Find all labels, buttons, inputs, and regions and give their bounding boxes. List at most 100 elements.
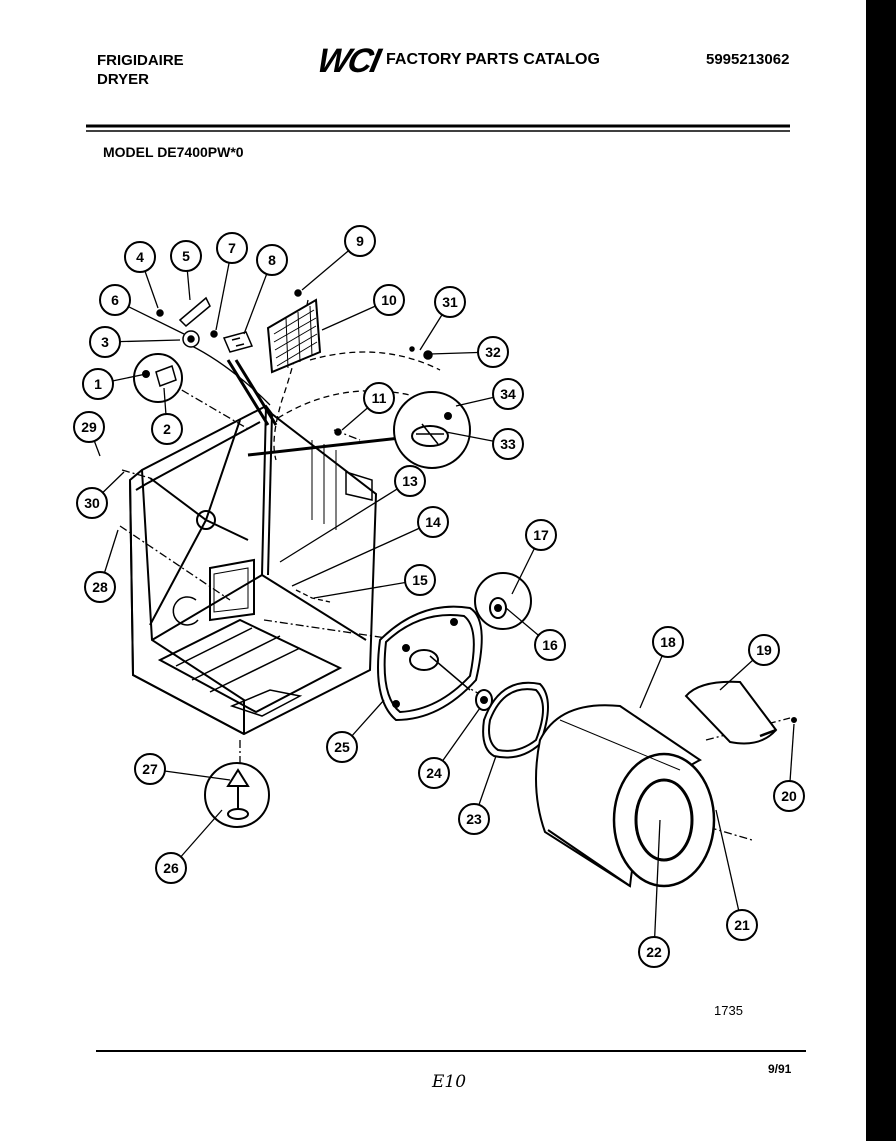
dryer-cabinet xyxy=(128,404,378,736)
callout-24: 24 xyxy=(418,707,481,789)
callout-number: 23 xyxy=(466,811,482,827)
callout-number: 14 xyxy=(425,514,441,530)
callout-number: 26 xyxy=(163,860,179,876)
callout-31: 31 xyxy=(419,286,466,351)
callout-18: 18 xyxy=(639,626,684,709)
callout-number: 15 xyxy=(412,572,428,588)
callout-number: 29 xyxy=(81,419,97,435)
callout-number: 13 xyxy=(402,473,418,489)
callout-circle xyxy=(170,240,202,272)
callout-circle xyxy=(89,326,121,358)
callout-7: 7 xyxy=(215,232,248,331)
callout-number: 1 xyxy=(94,376,102,392)
callout-circle xyxy=(99,284,131,316)
callout-number: 33 xyxy=(500,436,516,452)
callout-number: 7 xyxy=(228,240,236,256)
callout-number: 16 xyxy=(542,637,558,653)
callout-27: 27 xyxy=(134,753,231,785)
callout-circle xyxy=(134,753,166,785)
callout-number: 21 xyxy=(734,917,750,933)
callout-leader xyxy=(715,809,743,926)
header-rule xyxy=(86,124,790,132)
callout-4: 4 xyxy=(124,241,159,309)
drum-baffle xyxy=(684,680,797,745)
callout-circle xyxy=(417,506,449,538)
callout-circle xyxy=(76,487,108,519)
figure-number: 1735 xyxy=(714,1003,743,1018)
callout-number: 5 xyxy=(182,248,190,264)
callout-number: 18 xyxy=(660,634,676,650)
model-number: MODEL DE7400PW*0 xyxy=(103,144,244,160)
callout-circle xyxy=(773,780,805,812)
callout-20: 20 xyxy=(773,723,805,812)
callout-number: 32 xyxy=(485,344,501,360)
dryer-drum xyxy=(535,704,716,888)
callout-30: 30 xyxy=(76,471,125,519)
callout-circle xyxy=(73,411,105,443)
callout-34: 34 xyxy=(455,378,524,410)
callout-15: 15 xyxy=(313,564,436,599)
callout-number: 9 xyxy=(356,233,364,249)
detail-circle-switch xyxy=(133,353,183,403)
callout-9: 9 xyxy=(301,225,376,291)
callout-circle xyxy=(458,803,490,835)
callout-26: 26 xyxy=(155,809,223,884)
callout-21: 21 xyxy=(715,809,758,941)
callout-circle xyxy=(394,465,426,497)
callout-circle xyxy=(652,626,684,658)
callout-circle xyxy=(326,731,358,763)
callout-number: 4 xyxy=(136,249,144,265)
catalog-title: FACTORY PARTS CATALOG xyxy=(386,51,600,68)
callout-1: 1 xyxy=(82,368,147,400)
callout-number: 24 xyxy=(426,765,442,781)
callout-number: 17 xyxy=(533,527,549,543)
callout-leader xyxy=(653,819,661,953)
detail-circle-thermostat xyxy=(393,391,471,469)
callout-number: 25 xyxy=(334,739,350,755)
callout-number: 11 xyxy=(372,390,387,406)
callout-8: 8 xyxy=(243,244,288,335)
callout-circle xyxy=(84,571,116,603)
callout-circle xyxy=(525,519,557,551)
callout-25: 25 xyxy=(326,699,385,763)
callout-circle xyxy=(492,378,524,410)
callout-number: 10 xyxy=(381,292,397,308)
detail-circle-leveling-leg xyxy=(204,762,270,828)
callout-circle xyxy=(256,244,288,276)
catalog-part-number: 5995213062 xyxy=(706,51,790,68)
drum-seals xyxy=(475,681,549,759)
callout-number: 28 xyxy=(92,579,108,595)
callout-number: 31 xyxy=(442,294,458,310)
callout-number: 2 xyxy=(163,421,171,437)
callout-number: 30 xyxy=(84,495,100,511)
callout-leader xyxy=(291,521,434,587)
callout-leader xyxy=(279,480,411,563)
product-type: DRYER xyxy=(97,71,149,88)
callout-16: 16 xyxy=(505,607,566,661)
callout-number: 34 xyxy=(500,386,516,402)
callout-circle xyxy=(344,225,376,257)
callout-10: 10 xyxy=(321,284,405,331)
callout-6: 6 xyxy=(99,284,185,335)
callout-circle xyxy=(155,852,187,884)
callout-28: 28 xyxy=(84,529,119,603)
callout-circle xyxy=(434,286,466,318)
callout-33: 33 xyxy=(445,428,524,460)
callout-number: 27 xyxy=(142,761,158,777)
callout-22: 22 xyxy=(638,819,670,968)
callout-circle xyxy=(363,382,395,414)
callout-14: 14 xyxy=(291,506,449,587)
callout-circle xyxy=(216,232,248,264)
callout-circle xyxy=(418,757,450,789)
callout-number: 22 xyxy=(646,944,662,960)
front-bulkhead xyxy=(377,605,483,722)
detail-circle-bearing xyxy=(474,572,532,630)
callout-circle xyxy=(124,241,156,273)
callout-number: 19 xyxy=(756,642,772,658)
control-parts xyxy=(156,289,460,436)
brand-name: FRIGIDAIRE xyxy=(97,52,184,69)
callout-circle xyxy=(82,368,114,400)
callout-circle xyxy=(477,336,509,368)
